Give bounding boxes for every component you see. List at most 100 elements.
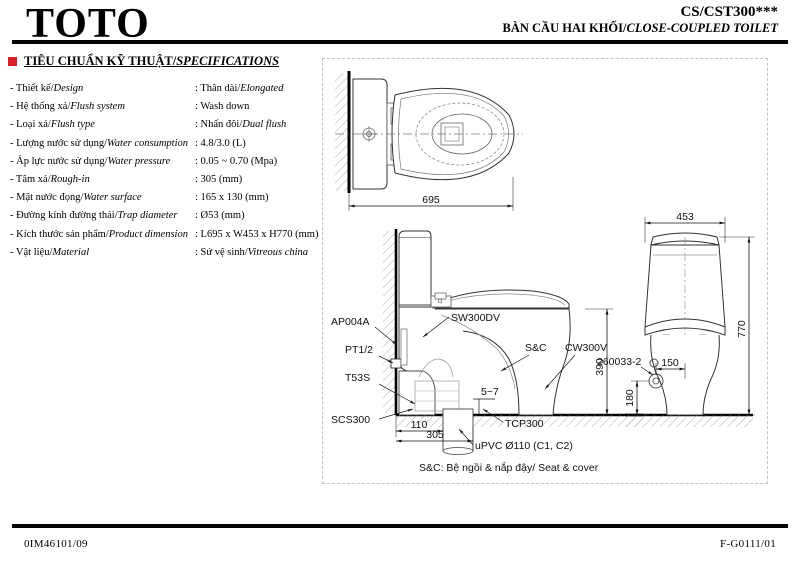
spec-label: - Vật liệu/Material [10, 244, 195, 262]
spec-label: - Lượng nước sử dụng/Water consumption [10, 135, 195, 153]
label-260033-2: 260033-2 [597, 356, 642, 368]
spec-value-en: Elongated [240, 83, 284, 94]
footer-right-code: F-G0111/01 [720, 538, 776, 550]
spec-value-en: Dual flush [242, 119, 287, 131]
spec-label: - Tâm xả/Rough-in [10, 171, 195, 189]
spec-label-vi: - Mặt nước đọng/ [10, 192, 84, 204]
top-view-group: 695 [335, 71, 523, 211]
spec-row: - Đường kính đường thải/Trap diameter : … [10, 207, 330, 225]
product-name-en: CLOSE-COUPLED TOILET [626, 21, 778, 35]
spec-row: - Lượng nước sử dụng/Water consumption :… [10, 135, 330, 153]
dim-110: 110 [411, 419, 428, 431]
spec-value-vi: : 4.8/3.0 (L) [195, 137, 246, 149]
spec-value: : 4.8/3.0 (L) [195, 135, 330, 153]
dim-top-length: 695 [422, 194, 440, 206]
spec-value-vi: : Sứ vệ sinh/ [195, 246, 248, 258]
spec-row: - Vật liệu/Material : Sứ vệ sinh/Vitreou… [10, 244, 330, 262]
label-pt12: PT1/2 [345, 344, 373, 356]
spec-label: - Áp lực nước sử dụng/Water pressure [10, 153, 195, 171]
spec-value-en: Vitreous china [247, 246, 309, 258]
spec-value: : L695 x W453 x H770 (mm) [195, 226, 330, 244]
spec-label-vi: - Thiết kế/ [10, 83, 54, 94]
spec-value-vi: : 305 (mm) [195, 174, 243, 186]
spec-value: : Sứ vệ sinh/Vitreous china [195, 244, 330, 262]
spec-label-vi: - Hệ thống xả/ [10, 101, 71, 113]
label-sw300dv: SW300DV [451, 312, 500, 324]
specifications-heading: TIÊU CHUẨN KỸ THUẬT/SPECIFICATIONS [8, 54, 279, 69]
footer-divider [12, 524, 788, 528]
spec-label-en: Design [53, 83, 84, 94]
specifications-heading-text: TIÊU CHUẨN KỸ THUẬT/SPECIFICATIONS [24, 54, 279, 69]
spec-label-vi: - Áp lực nước sử dụng/ [10, 155, 108, 167]
dim-gap: 5~7 [481, 386, 499, 398]
bullet-square-icon [8, 57, 17, 66]
spec-value: : Thân dài/Elongated [195, 80, 330, 98]
spec-label: - Kích thước sản phẩm/Product dimension [10, 226, 195, 244]
label-t53s: T53S [345, 372, 370, 384]
spec-label: - Đường kính đường thải/Trap diameter [10, 207, 195, 225]
spec-label-en: Flush system [70, 101, 125, 113]
header-divider [12, 40, 788, 44]
spec-row: - Loại xả/Flush type : Nhấn đôi/Dual flu… [10, 116, 330, 134]
spec-value-vi: : Thân dài/ [195, 83, 241, 94]
spec-value-vi: : L695 x W453 x H770 (mm) [195, 228, 319, 240]
spec-row: - Mặt nước đọng/Water surface : 165 x 13… [10, 189, 330, 207]
spec-value-vi: : Wash down [195, 101, 250, 113]
spec-value: : Nhấn đôi/Dual flush [195, 116, 330, 134]
spec-label-en: Material [52, 246, 90, 258]
spec-label: - Loại xả/Flush type [10, 116, 195, 134]
spec-value: : 165 x 130 (mm) [195, 189, 330, 207]
dim-front-width: 453 [676, 211, 694, 223]
spec-label-vi: - Lượng nước sử dụng/ [10, 137, 108, 149]
page-header: TOTO CS/CST300*** BÀN CẦU HAI KHỐI/CLOSE… [0, 0, 800, 46]
spec-label-en: Trap diameter [117, 210, 178, 222]
spec-label-vi: - Đường kính đường thải/ [10, 210, 118, 222]
spec-value-vi: : Ø53 (mm) [195, 210, 245, 222]
spec-value: : Wash down [195, 98, 330, 116]
spec-label: - Mặt nước đọng/Water surface [10, 189, 195, 207]
spec-heading-vi: TIÊU CHUẨN KỸ THUẬT/ [24, 54, 177, 68]
spec-label-en: Rough-in [50, 174, 90, 186]
spec-value-vi: : Nhấn đôi/ [195, 119, 243, 131]
spec-label-en: Water consumption [107, 137, 189, 149]
technical-drawing-panel: 695 [322, 58, 768, 484]
product-name: BÀN CẦU HAI KHỐI/CLOSE-COUPLED TOILET [503, 21, 778, 36]
footer-left-code: 0IM46101/09 [24, 538, 88, 550]
spec-label-en: Water pressure [107, 155, 171, 167]
label-ap004a: AP004A [331, 316, 370, 328]
spec-row: - Hệ thống xả/Flush system : Wash down [10, 98, 330, 116]
spec-value: : 305 (mm) [195, 171, 330, 189]
dim-front-height: 770 [736, 320, 748, 338]
spec-label-vi: - Vật liệu/ [10, 246, 53, 258]
product-name-vi: BÀN CẦU HAI KHỐI/ [502, 21, 627, 35]
spec-row: - Thiết kế/Design : Thân dài/Elongated [10, 80, 330, 98]
toto-brand-logo: TOTO [26, 1, 150, 47]
dim-180: 180 [624, 389, 636, 407]
spec-row: - Tâm xả/Rough-in : 305 (mm) [10, 171, 330, 189]
spec-heading-en: SPECIFICATIONS [176, 54, 280, 68]
spec-label-en: Flush type [50, 119, 95, 131]
spec-value: : Ø53 (mm) [195, 207, 330, 225]
side-view-group: SW300DV S&C CW300V AP004A PT1/2 T53S SCS… [331, 229, 643, 455]
spec-label: - Hệ thống xả/Flush system [10, 98, 195, 116]
label-scs300: SCS300 [331, 414, 370, 426]
dim-150: 150 [661, 357, 679, 369]
spec-label: - Thiết kế/Design [10, 80, 195, 98]
spec-label-vi: - Tâm xả/ [10, 174, 51, 186]
model-code: CS/CST300*** [680, 4, 778, 20]
spec-value-vi: : 165 x 130 (mm) [195, 192, 269, 204]
drawing-svg: 695 [331, 71, 755, 474]
label-upvc-pipe: uPVC Ø110 (C1, C2) [475, 440, 573, 452]
spec-label-en: Water surface [83, 192, 142, 204]
spec-row: - Áp lực nước sử dụng/Water pressure : 0… [10, 153, 330, 171]
label-sc: S&C [525, 342, 547, 354]
label-tcp300: TCP300 [505, 418, 544, 430]
front-view-group: 453 770 260033-2 150 180 [597, 211, 755, 427]
spec-label-vi: - Loại xả/ [10, 119, 51, 131]
spec-value: : 0.05 ~ 0.70 (Mpa) [195, 153, 330, 171]
specifications-list: - Thiết kế/Design : Thân dài/Elongated -… [10, 80, 330, 262]
drawing-legend: S&C: Bệ ngồi & nắp đậy/ Seat & cover [419, 461, 599, 474]
spec-label-vi: - Kích thước sản phẩm/ [10, 228, 109, 240]
dim-seat-height: 390 [594, 358, 606, 376]
